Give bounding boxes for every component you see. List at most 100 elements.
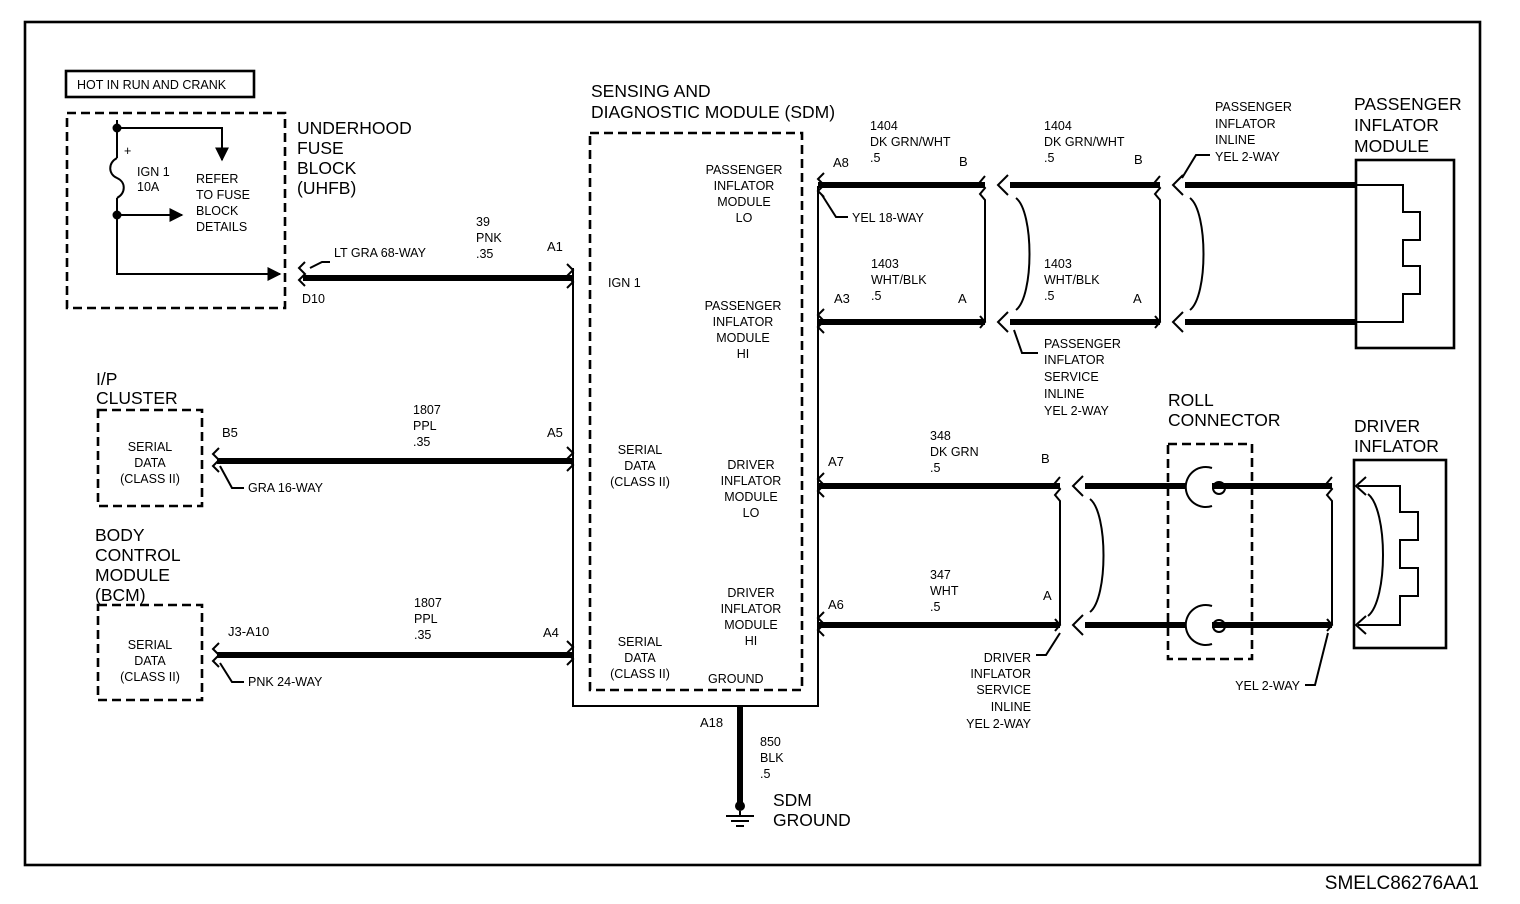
pass-service-inline-4: INLINE — [1044, 387, 1084, 401]
sdm-pass-lo-1: PASSENGER — [706, 163, 783, 177]
ip-cluster-title-2: CLUSTER — [96, 388, 178, 408]
roll-connector-title-1: ROLL — [1168, 390, 1214, 410]
driver-inflator: DRIVER INFLATOR — [1352, 416, 1448, 650]
sdm-ground-label: GROUND — [708, 672, 764, 686]
wire-347-circuit: 347 — [930, 568, 951, 582]
pass-module-title-1: PASSENGER — [1354, 94, 1462, 114]
figure-code: SMELC86276AA1 — [1325, 873, 1479, 894]
bcm-inner-2: DATA — [134, 654, 166, 668]
wire-1404-right-gauge: .5 — [1044, 151, 1054, 165]
wire-850-circuit: 850 — [760, 735, 781, 749]
wire-1403-right-pin: A — [1133, 291, 1142, 306]
bcm-title-1: BODY — [95, 525, 145, 545]
pin-a1: A1 — [547, 239, 563, 254]
sdm-pass-lo-2: INFLATOR — [714, 179, 775, 193]
uhfb-title-2: FUSE — [297, 138, 344, 158]
wire-347-gauge: .5 — [930, 600, 940, 614]
pass-module-element-icon — [1356, 184, 1421, 323]
pin-a7: A7 — [828, 454, 844, 469]
wire-850-color: BLK — [760, 751, 784, 765]
roll-coil-top-icon — [1184, 466, 1213, 508]
pass-inline-1: PASSENGER — [1215, 100, 1292, 114]
wire-39-circuit: 39 — [476, 215, 490, 229]
fuse-icon — [109, 157, 125, 199]
wire-39-gauge: .35 — [476, 247, 493, 261]
pin-a4: A4 — [543, 625, 559, 640]
pass-inline-3: INLINE — [1215, 133, 1255, 147]
uhfb-connector-label: LT GRA 68-WAY — [334, 246, 427, 260]
ground-icon — [726, 801, 754, 827]
bcm-inner-1: SERIAL — [128, 638, 173, 652]
bcm-title-4: (BCM) — [95, 585, 146, 605]
wire-348-gauge: .5 — [930, 461, 940, 475]
uhfb-title-3: BLOCK — [297, 158, 357, 178]
bcm-inner-3: (CLASS II) — [120, 670, 180, 684]
passenger-inflator-module: PASSENGER INFLATOR MODULE — [1354, 94, 1462, 350]
sdm-serial2-3: (CLASS II) — [610, 667, 670, 681]
ip-cluster-inner-1: SERIAL — [128, 440, 173, 454]
fuse-name-2: 10A — [137, 180, 160, 194]
wire-1403-right-gauge: .5 — [1044, 289, 1054, 303]
drv-service-inline-1: DRIVER — [984, 651, 1031, 665]
wire-347-color: WHT — [930, 584, 959, 598]
sdm-pass-hi-1: PASSENGER — [705, 299, 782, 313]
note-box: HOT IN RUN AND CRANK — [64, 69, 256, 99]
uhfb-block: UNDERHOOD FUSE BLOCK (UHFB) + IGN 1 10A … — [65, 111, 412, 310]
sdm-pass-hi-2: INFLATOR — [713, 315, 774, 329]
diagram-border — [23, 20, 1482, 867]
fuse-plus: + — [124, 144, 131, 158]
refer-1: REFER — [196, 172, 238, 186]
fuse-name-1: IGN 1 — [137, 165, 170, 179]
wire-1404-left-color: DK GRN/WHT — [870, 135, 951, 149]
wire-1403-right-circuit: 1403 — [1044, 257, 1072, 271]
sdm-serial1-3: (CLASS II) — [610, 475, 670, 489]
ip-cluster-inner-3: (CLASS II) — [120, 472, 180, 486]
sdm-serial2-1: SERIAL — [618, 635, 663, 649]
wire-850-gauge: .5 — [760, 767, 770, 781]
driver-inflator-element-icon — [1358, 485, 1419, 626]
sdm-ign: IGN 1 — [608, 276, 641, 290]
drv-service-inline-4: INLINE — [991, 700, 1031, 714]
driver-inflator-title-2: INFLATOR — [1354, 436, 1439, 456]
sdm-pass-lo-3: MODULE — [717, 195, 770, 209]
wire-347-pin: A — [1043, 588, 1052, 603]
ip-cluster-inner-2: DATA — [134, 456, 166, 470]
drv-service-inline-2: INFLATOR — [970, 667, 1031, 681]
uhfb-title-4: (UHFB) — [297, 178, 356, 198]
sdm-serial1-2: DATA — [624, 459, 656, 473]
ip-cluster-pin: B5 — [222, 425, 238, 440]
sdm-drv-lo-4: LO — [743, 506, 760, 520]
roll-coil-bottom-icon — [1184, 604, 1213, 646]
sdm-title-2: DIAGNOSTIC MODULE (SDM) — [591, 102, 835, 122]
wire-1807-top-gauge: .35 — [413, 435, 430, 449]
ip-cluster: I/P CLUSTER SERIAL DATA (CLASS II) — [96, 369, 204, 508]
wire-1403-left-circuit: 1403 — [871, 257, 899, 271]
pass-module-title-2: INFLATOR — [1354, 115, 1439, 135]
pass-service-inline-connector — [1015, 197, 1031, 311]
sdm-drv-hi-1: DRIVER — [727, 586, 774, 600]
sdm-pass-lo-4: LO — [736, 211, 753, 225]
sdm-pass-hi-3: MODULE — [716, 331, 769, 345]
sdm-ground-title-2: GROUND — [773, 810, 851, 830]
sdm-drv-lo-2: INFLATOR — [721, 474, 782, 488]
pin-a18: A18 — [700, 715, 723, 730]
pass-service-inline-3: SERVICE — [1044, 370, 1099, 384]
pin-a3: A3 — [834, 291, 850, 306]
driver-inflator-title-1: DRIVER — [1354, 416, 1420, 436]
wire-1404-left-circuit: 1404 — [870, 119, 898, 133]
pass-service-inline-2: INFLATOR — [1044, 353, 1105, 367]
uhfb-pin-d10: D10 — [302, 292, 325, 306]
drv-service-inline-5: YEL 2-WAY — [966, 717, 1031, 731]
pass-service-inline-5: YEL 2-WAY — [1044, 404, 1109, 418]
bcm-connector: PNK 24-WAY — [248, 675, 323, 689]
wire-348-circuit: 348 — [930, 429, 951, 443]
roll-connector-title-2: CONNECTOR — [1168, 410, 1280, 430]
bcm-pin: J3-A10 — [228, 624, 269, 639]
refer-4: DETAILS — [196, 220, 247, 234]
sdm-drv-lo-1: DRIVER — [727, 458, 774, 472]
wire-1404-left-gauge: .5 — [870, 151, 880, 165]
pin-a6: A6 — [828, 597, 844, 612]
sdm-connector-label: YEL 18-WAY — [852, 211, 924, 225]
ip-cluster-connector: GRA 16-WAY — [248, 481, 324, 495]
bcm-title-3: MODULE — [95, 565, 170, 585]
